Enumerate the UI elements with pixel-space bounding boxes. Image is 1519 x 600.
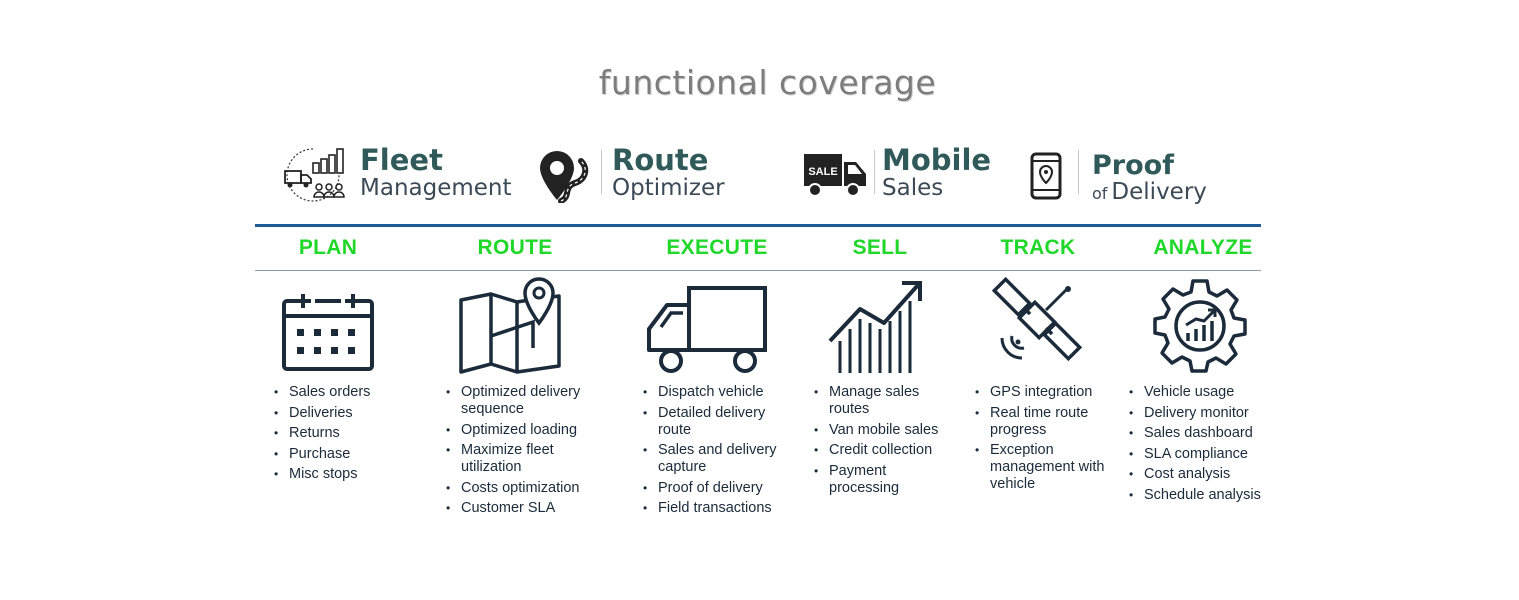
- list-item: Delivery monitor: [1129, 405, 1269, 422]
- product-title: Fleet: [360, 143, 443, 177]
- list-item: Proof of delivery: [643, 480, 798, 497]
- page-title: functional coverage: [598, 63, 937, 102]
- delivery-truck-icon: [645, 285, 769, 377]
- calendar-icon: [281, 292, 375, 372]
- heading-execute: EXECUTE: [666, 236, 768, 259]
- product-name: Fleet Management: [360, 146, 512, 200]
- list-item: Customer SLA: [446, 500, 616, 517]
- list-execute: Dispatch vehicleDetailed delivery routeS…: [643, 384, 798, 521]
- heading-analyze: ANALYZE: [1153, 236, 1253, 259]
- growth-chart-icon: [826, 279, 926, 375]
- list-item: Returns: [274, 425, 424, 442]
- product-name: Mobile Sales: [882, 146, 991, 200]
- list-item: Credit collection: [814, 442, 959, 459]
- fleet-management-icon: [283, 145, 349, 203]
- route-optimizer-icon: [537, 149, 595, 203]
- proof-of-delivery-phone-icon: [1030, 152, 1062, 200]
- list-analyze: Vehicle usageDelivery monitorSales dashb…: [1129, 384, 1269, 507]
- product-title: Mobile: [882, 143, 992, 177]
- list-item: Sales dashboard: [1129, 425, 1269, 442]
- list-item: Dispatch vehicle: [643, 384, 798, 401]
- list-item: Payment processing: [814, 463, 959, 497]
- heading-plan: PLAN: [298, 236, 358, 259]
- product-subtitle: Sales: [882, 175, 944, 201]
- product-subtitle: Delivery: [1111, 179, 1207, 205]
- product-name: Route Optimizer: [612, 146, 725, 200]
- list-item: Misc stops: [274, 466, 424, 483]
- list-item: Sales orders: [274, 384, 424, 401]
- list-item: Deliveries: [274, 405, 424, 422]
- gear-analytics-icon: [1152, 277, 1248, 373]
- map-pin-icon: [457, 276, 563, 376]
- list-item: Manage sales routes: [814, 384, 959, 418]
- list-item: Purchase: [274, 446, 424, 463]
- list-plan: Sales ordersDeliveriesReturnsPurchaseMis…: [274, 384, 424, 487]
- list-item: Costs optimization: [446, 480, 616, 497]
- product-subtitle-prefix: of: [1092, 184, 1108, 203]
- header-rule-bottom: [255, 270, 1261, 271]
- product-subtitle: Management: [360, 175, 512, 201]
- product-route-optimizer: Route Optimizer: [537, 140, 757, 210]
- list-item: Vehicle usage: [1129, 384, 1269, 401]
- product-subtitle: Optimizer: [612, 175, 725, 201]
- product-title: Route: [612, 143, 709, 177]
- sale-label: SALE: [808, 166, 837, 178]
- list-item: Schedule analysis: [1129, 487, 1269, 504]
- list-item: Exception management with vehicle: [975, 442, 1120, 493]
- list-item: Van mobile sales: [814, 422, 959, 439]
- mobile-sales-truck-icon: SALE: [803, 150, 869, 200]
- list-sell: Manage sales routesVan mobile salesCredi…: [814, 384, 959, 500]
- product-fleet-management: Fleet Management: [283, 140, 523, 210]
- list-item: Maximize fleet utilization: [446, 442, 616, 476]
- satellite-icon: [990, 276, 1090, 368]
- list-item: Real time route progress: [975, 405, 1120, 439]
- list-item: SLA compliance: [1129, 446, 1269, 463]
- list-item: Optimized delivery sequence: [446, 384, 616, 418]
- product-title: Proof: [1092, 150, 1174, 181]
- list-item: Sales and delivery capture: [643, 442, 798, 476]
- heading-sell: SELL: [852, 236, 908, 259]
- list-item: Optimized loading: [446, 422, 616, 439]
- heading-route: ROUTE: [477, 236, 553, 259]
- product-mobile-sales: SALE Mobile Sales: [803, 140, 993, 210]
- header-rule-top: [255, 224, 1261, 227]
- list-route: Optimized delivery sequenceOptimized loa…: [446, 384, 616, 521]
- list-item: Cost analysis: [1129, 466, 1269, 483]
- heading-track: TRACK: [1000, 236, 1076, 259]
- list-item: GPS integration: [975, 384, 1120, 401]
- list-track: GPS integrationReal time route progressE…: [975, 384, 1120, 497]
- list-item: Field transactions: [643, 500, 798, 517]
- list-item: Detailed delivery route: [643, 405, 798, 439]
